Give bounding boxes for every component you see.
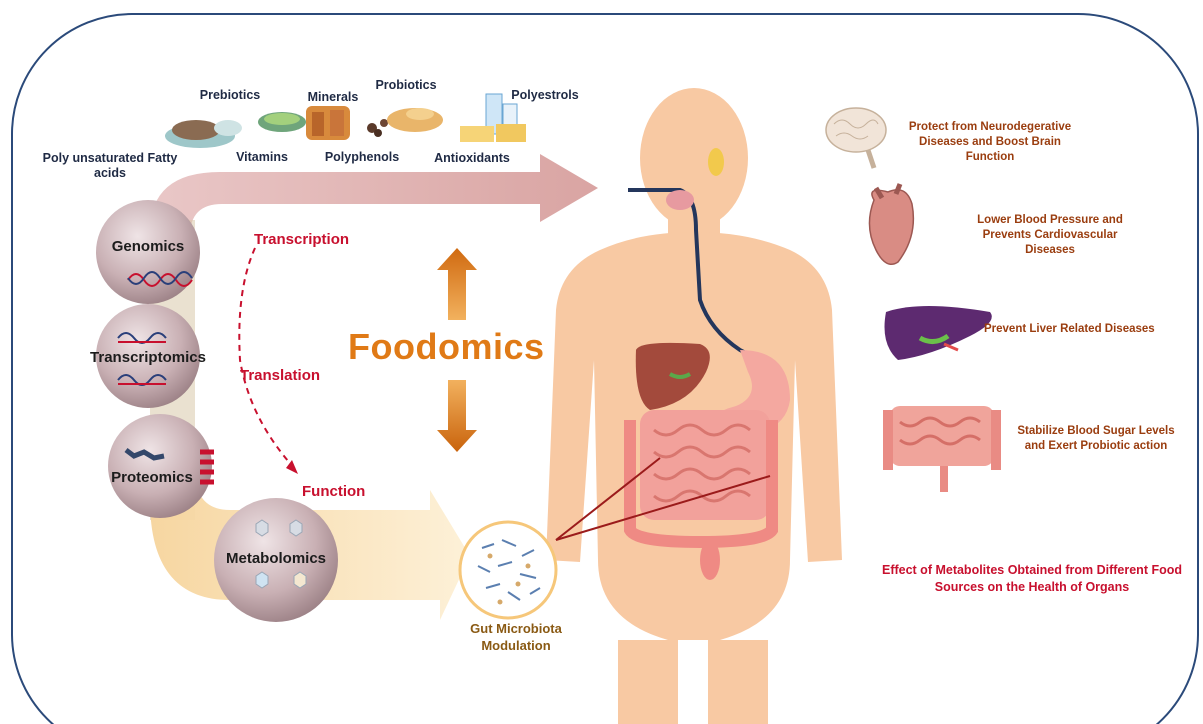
food-label-antioxidants: Antioxidants bbox=[420, 151, 524, 165]
human-body bbox=[546, 88, 842, 724]
omics-label-transcriptomics: Transcriptomics bbox=[86, 349, 210, 366]
food-label-minerals: Minerals bbox=[293, 90, 373, 104]
omics-label-metabolomics: Metabolomics bbox=[212, 550, 340, 567]
mouth bbox=[666, 190, 694, 210]
dogma-label-translation: Translation bbox=[240, 367, 320, 384]
food-label-prebiotics: Prebiotics bbox=[190, 88, 270, 102]
effect-caption: Effect of Metabolites Obtained from Diff… bbox=[862, 562, 1202, 596]
dogma-label-function: Function bbox=[302, 483, 365, 500]
benefit-liver: Prevent Liver Related Diseases bbox=[984, 322, 1203, 337]
benefit-brain: Protect from Neurodegerative Diseases an… bbox=[908, 120, 1072, 165]
liver-icon bbox=[885, 306, 992, 360]
food-label-pufa: Poly unsaturated Fatty acids bbox=[30, 151, 190, 181]
down-arrow bbox=[437, 380, 477, 452]
microbiota-circle bbox=[460, 522, 556, 618]
benefit-intestine: Stabilize Blood Sugar Levels and Exert P… bbox=[1006, 424, 1186, 454]
gut-microbiota-label: Gut Microbiota Modulation bbox=[466, 620, 566, 654]
benefit-heart: Lower Blood Pressure and Prevents Cardio… bbox=[958, 213, 1142, 258]
foodomics-title: Foodomics bbox=[348, 326, 545, 368]
dogma-label-transcription: Transcription bbox=[254, 231, 349, 248]
dogma-arrow bbox=[239, 248, 298, 474]
food-label-polyphenols: Polyphenols bbox=[312, 150, 412, 164]
top-arrow bbox=[150, 154, 598, 236]
throat bbox=[708, 148, 724, 176]
intestine-icon bbox=[888, 406, 996, 492]
food-label-polyestrols: Polyestrols bbox=[500, 88, 590, 102]
up-arrow bbox=[437, 248, 477, 320]
omics-label-genomics: Genomics bbox=[98, 238, 198, 255]
omics-label-proteomics: Proteomics bbox=[96, 469, 208, 486]
food-label-vitamins: Vitamins bbox=[222, 150, 302, 164]
food-label-probiotics: Probiotics bbox=[364, 78, 448, 92]
brain-icon bbox=[826, 108, 886, 168]
heart-icon bbox=[869, 184, 913, 264]
